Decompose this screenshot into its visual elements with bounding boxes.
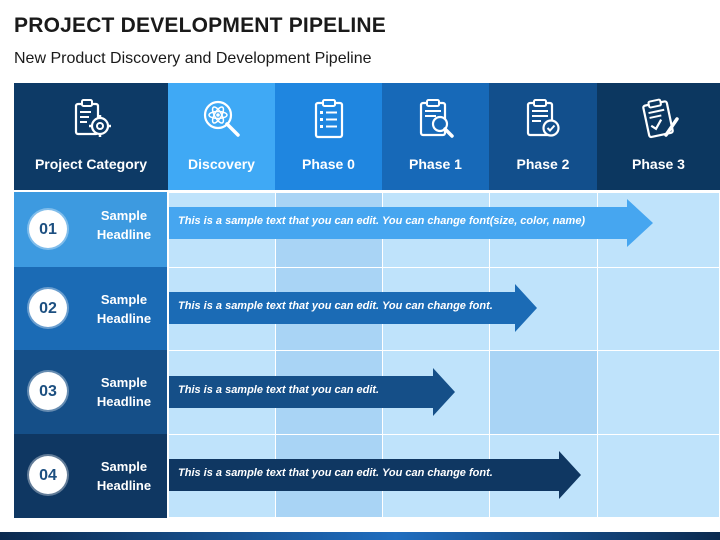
header-phase-2: Phase 2 — [489, 83, 597, 190]
header-phase-3: Phase 3 — [597, 83, 720, 190]
row-arrow-03: This is a sample text that you can edit. — [169, 368, 455, 416]
row-headline: Sample Headline — [96, 292, 152, 326]
row-label-01: 01 Sample Headline — [14, 192, 167, 267]
header-project-category: Project Category — [14, 83, 168, 190]
row-arrow-02: This is a sample text that you can edit.… — [169, 284, 537, 332]
row-headline: Sample Headline — [96, 375, 152, 409]
header-phase-0: Phase 0 — [275, 83, 382, 190]
header-notch-bar — [14, 186, 720, 190]
row-label-03: 03 Sample Headline — [14, 350, 167, 434]
row-number-badge: 03 — [29, 372, 67, 410]
slide-subtitle: New Product Discovery and Development Pi… — [14, 50, 372, 67]
header-label: Phase 3 — [632, 156, 685, 172]
row-number-badge: 04 — [29, 456, 67, 494]
row-arrow-04: This is a sample text that you can edit.… — [169, 451, 581, 499]
footer-bar — [0, 532, 720, 540]
grid-cell — [597, 350, 720, 435]
row-label-04: 04 Sample Headline — [14, 434, 167, 518]
grid-cell — [597, 267, 720, 351]
grid-cell — [597, 434, 720, 518]
header-phase-1: Phase 1 — [382, 83, 489, 190]
slide-title: PROJECT DEVELOPMENT PIPELINE — [14, 14, 386, 37]
row-arrow-01: This is a sample text that you can edit.… — [169, 199, 653, 247]
row-label-02: 02 Sample Headline — [14, 267, 167, 350]
header-label: Project Category — [34, 156, 148, 172]
clipboard-gear-icon — [74, 99, 111, 137]
clipboard-magnifier-icon — [419, 99, 454, 138]
row-headline: Sample Headline — [96, 459, 152, 493]
row-number-badge: 02 — [29, 289, 67, 327]
row-headline: Sample Headline — [96, 208, 152, 242]
header-label: Discovery — [188, 156, 255, 172]
header-label: Phase 0 — [302, 156, 355, 172]
row-arrow-text: This is a sample text that you can edit.… — [178, 300, 493, 312]
header-label: Phase 2 — [516, 156, 570, 172]
clipboard-check-icon — [526, 99, 560, 137]
header-discovery: Discovery — [168, 83, 275, 190]
checklist-clipboard-icon — [314, 99, 343, 139]
atom-search-icon — [203, 100, 240, 137]
row-number-badge: 01 — [29, 210, 67, 248]
grid-cell — [489, 350, 598, 435]
clipboard-pencil-icon — [641, 98, 679, 139]
row-arrow-text: This is a sample text that you can edit.… — [178, 467, 493, 479]
row-arrow-text: This is a sample text that you can edit.… — [178, 215, 586, 227]
row-arrow-text: This is a sample text that you can edit. — [178, 384, 380, 396]
header-label: Phase 1 — [409, 156, 462, 172]
